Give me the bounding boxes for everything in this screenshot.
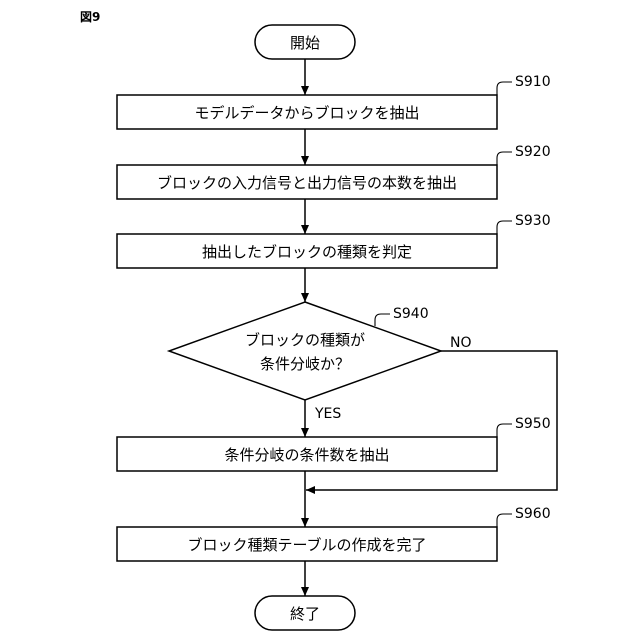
figure-label: 図9	[80, 10, 100, 24]
start-label: 開始	[290, 34, 320, 52]
s920-leader	[497, 152, 512, 165]
yes-branch-label: YES	[314, 406, 341, 422]
s910-label: モデルデータからブロックを抽出	[194, 104, 419, 122]
s940-label-line1: ブロックの種類が	[245, 331, 365, 349]
s930-leader	[497, 221, 512, 234]
process-box-s950: 条件分岐の条件数を抽出	[117, 437, 497, 471]
s940-label-line2: 条件分岐か？	[260, 355, 350, 373]
s960-step-id: S960	[515, 506, 551, 522]
s910-step-id: S910	[515, 74, 551, 90]
s910-leader	[497, 82, 512, 95]
process-box-s930: 抽出したブロックの種類を判定	[117, 234, 497, 268]
process-box-s960: ブロック種類テーブルの作成を完了	[117, 527, 497, 561]
s930-step-id: S930	[515, 213, 551, 229]
s950-label: 条件分岐の条件数を抽出	[224, 446, 389, 464]
s920-step-id: S920	[515, 144, 551, 160]
s920-label: ブロックの入力信号と出力信号の本数を抽出	[157, 174, 457, 192]
s950-leader	[497, 424, 512, 437]
s960-label: ブロック種類テーブルの作成を完了	[187, 536, 426, 554]
s940-step-id: S940	[393, 306, 429, 322]
process-box-s920: ブロックの入力信号と出力信号の本数を抽出	[117, 165, 497, 199]
no-branch-label: NO	[450, 335, 472, 351]
start-terminal: 開始	[255, 25, 355, 59]
s940-leader	[375, 314, 390, 326]
s950-step-id: S950	[515, 416, 551, 432]
s960-leader	[497, 514, 512, 527]
end-terminal: 終了	[255, 596, 355, 630]
s930-label: 抽出したブロックの種類を判定	[202, 243, 412, 261]
end-label: 終了	[290, 605, 320, 623]
process-box-s910: モデルデータからブロックを抽出	[117, 95, 497, 129]
